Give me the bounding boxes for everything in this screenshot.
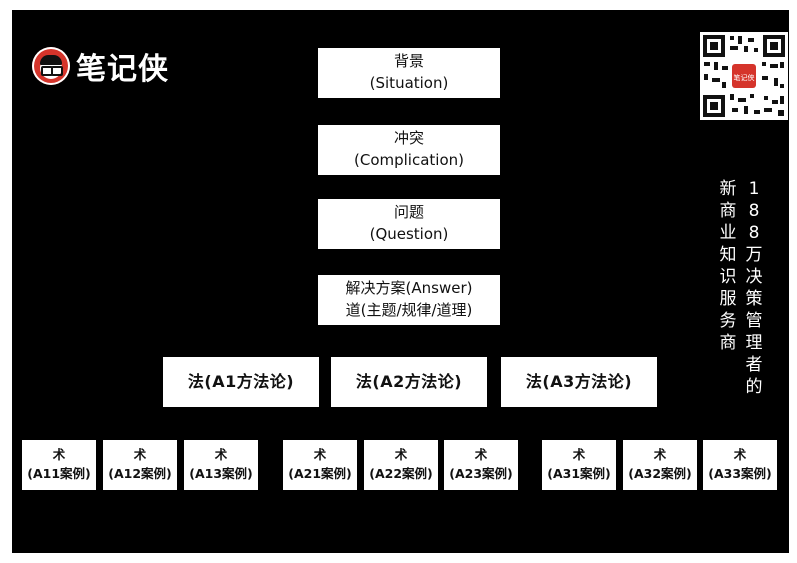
complication-title: 冲突	[393, 129, 424, 148]
brand-name: 笔记侠	[76, 52, 169, 87]
case-box-a22: 术 (A22案例)	[364, 440, 438, 490]
case-box-a23: 术 (A23案例)	[444, 440, 518, 490]
case-top: 术	[733, 447, 747, 463]
case-bottom: (A12案例)	[108, 466, 172, 481]
brand-logo: 笔记侠	[32, 44, 169, 88]
case-bottom: (A32案例)	[628, 466, 692, 481]
case-box-a12: 术 (A12案例)	[103, 440, 177, 490]
case-top: 术	[133, 447, 147, 463]
answer-box: 解决方案(Answer) 道(主题/规律/道理)	[318, 275, 500, 325]
case-box-a33: 术 (A33案例)	[703, 440, 777, 490]
case-top: 术	[474, 447, 488, 463]
complication-subtitle: (Complication)	[354, 151, 464, 169]
tagline-col2: 新商业知识服务商	[719, 179, 737, 353]
case-box-a32: 术 (A32案例)	[623, 440, 697, 490]
case-top: 术	[214, 447, 228, 463]
question-subtitle: (Question)	[369, 225, 449, 243]
case-box-a31: 术 (A31案例)	[542, 440, 616, 490]
case-box-a11: 术 (A11案例)	[22, 440, 96, 490]
case-bottom: (A11案例)	[27, 466, 91, 481]
case-box-a21: 术 (A21案例)	[283, 440, 357, 490]
situation-box: 背景 (Situation)	[318, 48, 500, 98]
case-top: 术	[52, 447, 66, 463]
method-label: 法(A2方法论)	[355, 372, 463, 392]
case-bottom: (A21案例)	[288, 466, 352, 481]
tagline-col1: 188万决策管理者的	[745, 179, 763, 397]
complication-box: 冲突 (Complication)	[318, 125, 500, 175]
case-box-a13: 术 (A13案例)	[184, 440, 258, 490]
case-top: 术	[653, 447, 667, 463]
qr-code-icon: 笔记侠	[700, 32, 788, 120]
method-box-a2: 法(A2方法论)	[331, 357, 487, 407]
answer-line1: 解决方案(Answer)	[345, 279, 473, 298]
case-bottom: (A13案例)	[189, 466, 253, 481]
case-top: 术	[313, 447, 327, 463]
method-label: 法(A1方法论)	[187, 372, 295, 392]
diagram-canvas: 笔记侠 背景 (Situation) 冲突 (Complication) 问题 …	[12, 10, 789, 553]
situation-title: 背景	[393, 52, 424, 71]
case-top: 术	[394, 447, 408, 463]
case-bottom: (A33案例)	[708, 466, 772, 481]
case-bottom: (A23案例)	[449, 466, 513, 481]
case-bottom: (A22案例)	[369, 466, 433, 481]
case-bottom: (A31案例)	[547, 466, 611, 481]
case-top: 术	[572, 447, 586, 463]
qr-center-label: 笔记侠	[734, 73, 755, 82]
question-box: 问题 (Question)	[318, 199, 500, 249]
answer-line2: 道(主题/规律/道理)	[345, 301, 473, 319]
method-box-a1: 法(A1方法论)	[163, 357, 319, 407]
situation-subtitle: (Situation)	[369, 74, 449, 92]
method-label: 法(A3方法论)	[525, 372, 633, 392]
mascot-icon	[32, 47, 70, 85]
method-box-a3: 法(A3方法论)	[501, 357, 657, 407]
question-title: 问题	[393, 203, 424, 222]
